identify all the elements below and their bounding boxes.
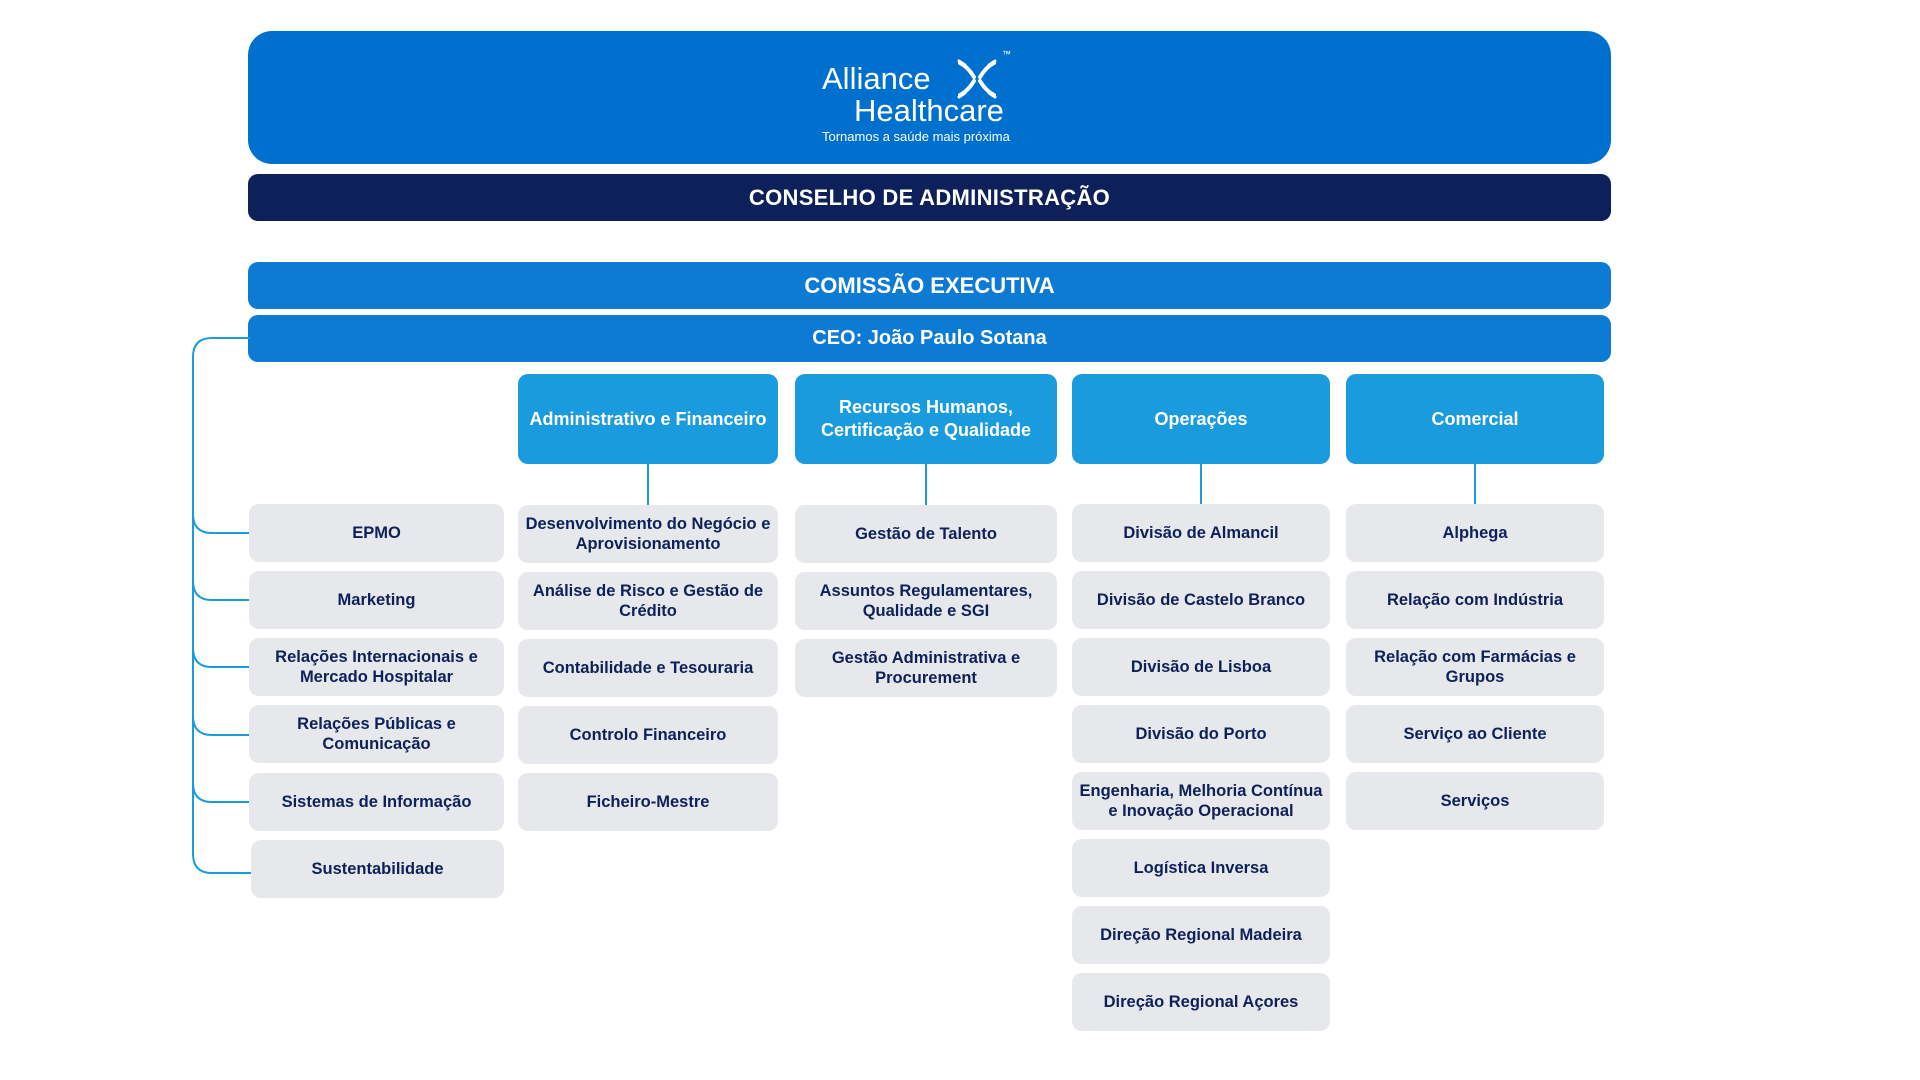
unit-label: Desenvolvimento do Negócio e Aprovisiona… — [525, 515, 771, 553]
unit-label: Relação com Farmácias e Grupos — [1374, 648, 1576, 686]
unit-label: Serviços — [1440, 792, 1510, 810]
header-banner: Alliance Healthcare ™ Tornamos a saúde m… — [248, 31, 1611, 164]
unit-label: Engenharia, Melhoria Contínua e Inovação… — [1079, 782, 1323, 820]
unit-label: Divisão de Lisboa — [1130, 658, 1272, 676]
unit-logistica-inversa: Logística Inversa — [1072, 839, 1330, 897]
unit-alphega: Alphega — [1346, 504, 1604, 562]
unit-divisao-castelo-branco: Divisão de Castelo Branco — [1072, 571, 1330, 629]
unit-relacoes-publicas: Relações Públicas e Comunicação — [249, 705, 504, 763]
unit-label: Serviço ao Cliente — [1403, 725, 1547, 743]
unit-label: Gestão de Talento — [855, 525, 997, 543]
logo-brand-line1: Alliance — [822, 61, 931, 96]
unit-relacao-farmacias: Relação com Farmácias e Grupos — [1346, 638, 1604, 696]
unit-sustentabilidade: Sustentabilidade — [251, 840, 504, 898]
unit-label: Contabilidade e Tesouraria — [542, 659, 754, 677]
ceo-branch-sistemas — [192, 782, 250, 803]
unit-label: Alphega — [1442, 524, 1508, 542]
unit-label: Sistemas de Informação — [281, 793, 472, 811]
unit-label: Marketing — [337, 591, 416, 609]
logo-tagline: Tornamos a saúde mais próxima — [822, 129, 1011, 144]
unit-servicos: Serviços — [1346, 772, 1604, 830]
ceo-bracket-line — [192, 337, 252, 874]
ceo-branch-relacoes-internacionais — [192, 647, 250, 668]
unit-label: EPMO — [352, 524, 401, 542]
unit-label: Relações Internacionais e Mercado Hospit… — [275, 648, 478, 686]
logo-trademark: ™ — [1002, 49, 1011, 59]
executive-committee-banner: COMISSÃO EXECUTIVA — [248, 262, 1611, 309]
executive-committee-label: COMISSÃO EXECUTIVA — [804, 272, 1055, 298]
unit-label: Relação com Indústria — [1386, 591, 1564, 609]
unit-divisao-porto: Divisão do Porto — [1072, 705, 1330, 763]
dept-comercial: Comercial — [1346, 374, 1604, 464]
logo-cross-arrows-icon — [957, 59, 996, 98]
ceo-branch-epmo — [192, 513, 250, 534]
dept-label: Comercial — [1431, 408, 1519, 429]
dept-label: Operações — [1154, 408, 1248, 429]
alliance-healthcare-logo: Alliance Healthcare ™ Tornamos a saúde m… — [822, 49, 1011, 144]
unit-engenharia-melhoria: Engenharia, Melhoria Contínua e Inovação… — [1072, 772, 1330, 830]
unit-label: Direção Regional Madeira — [1100, 926, 1302, 944]
unit-relacao-industria: Relação com Indústria — [1346, 571, 1604, 629]
unit-direcao-madeira: Direção Regional Madeira — [1072, 906, 1330, 964]
unit-label: Direção Regional Açores — [1103, 993, 1299, 1011]
unit-label: Logística Inversa — [1133, 859, 1269, 877]
unit-marketing: Marketing — [249, 571, 504, 629]
unit-servico-cliente: Serviço ao Cliente — [1346, 705, 1604, 763]
ceo-banner: CEO: João Paulo Sotana — [248, 315, 1611, 362]
unit-label: Relações Públicas e Comunicação — [297, 715, 456, 753]
unit-relacoes-internacionais: Relações Internacionais e Mercado Hospit… — [249, 638, 504, 696]
ceo-label: CEO: João Paulo Sotana — [812, 327, 1047, 349]
unit-analise-risco: Análise de Risco e Gestão de Crédito — [518, 572, 778, 630]
dept-recursos-humanos: Recursos Humanos, Certificação e Qualida… — [795, 374, 1057, 464]
unit-ficheiro-mestre: Ficheiro-Mestre — [518, 773, 778, 831]
unit-label: Divisão de Almancil — [1123, 524, 1279, 542]
dept-administrativo-financeiro: Administrativo e Financeiro — [518, 374, 778, 464]
board-banner: CONSELHO DE ADMINISTRAÇÃO — [248, 174, 1611, 221]
unit-label: Divisão do Porto — [1135, 725, 1267, 743]
ceo-branch-marketing — [192, 580, 250, 601]
unit-sistemas-informacao: Sistemas de Informação — [249, 773, 504, 831]
unit-divisao-lisboa: Divisão de Lisboa — [1072, 638, 1330, 696]
unit-label: Divisão de Castelo Branco — [1096, 591, 1306, 609]
unit-label: Sustentabilidade — [311, 860, 444, 878]
unit-label: Análise de Risco e Gestão de Crédito — [532, 582, 764, 620]
board-label: CONSELHO DE ADMINISTRAÇÃO — [748, 184, 1111, 210]
unit-divisao-almancil: Divisão de Almancil — [1072, 504, 1330, 562]
unit-direcao-acores: Direção Regional Açores — [1072, 973, 1330, 1031]
unit-epmo: EPMO — [249, 504, 504, 562]
ceo-branch-relacoes-publicas — [192, 715, 250, 736]
unit-contabilidade: Contabilidade e Tesouraria — [518, 639, 778, 697]
unit-label: Controlo Financeiro — [569, 726, 727, 744]
unit-label: Ficheiro-Mestre — [586, 793, 710, 811]
dept-label: Administrativo e Financeiro — [529, 408, 767, 429]
unit-desenvolvimento-negocio: Desenvolvimento do Negócio e Aprovisiona… — [518, 505, 778, 563]
unit-label: Assuntos Regulamentares, Qualidade e SGI — [819, 582, 1033, 620]
unit-assuntos-regulamentares: Assuntos Regulamentares, Qualidade e SGI — [795, 572, 1057, 630]
unit-label: Gestão Administrativa e Procurement — [831, 649, 1021, 687]
logo-brand-line2: Healthcare — [854, 93, 1004, 128]
dept-label: Recursos Humanos, Certificação e Qualida… — [820, 397, 1032, 440]
unit-controlo-financeiro: Controlo Financeiro — [518, 706, 778, 764]
unit-gestao-administrativa: Gestão Administrativa e Procurement — [795, 639, 1057, 697]
dept-operacoes: Operações — [1072, 374, 1330, 464]
unit-gestao-talento: Gestão de Talento — [795, 505, 1057, 563]
